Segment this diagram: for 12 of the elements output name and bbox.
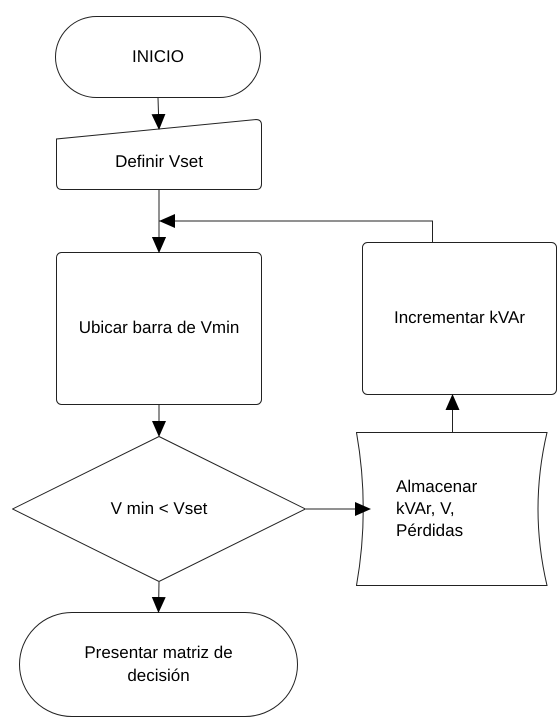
node-label: Ubicar barra de Vmin (78, 317, 240, 340)
node-label: Incrementar kVAr (394, 307, 525, 330)
arrow (306, 502, 371, 516)
node-label: V min < Vset (110, 498, 208, 520)
arrow (152, 582, 166, 613)
arrow (152, 98, 166, 130)
arrow (446, 394, 460, 432)
node-label: Almacenar kVAr, V, Pérdidas (396, 476, 478, 542)
arrow (152, 404, 166, 437)
node-label: Definir Vset (115, 151, 203, 174)
node-label: INICIO (132, 46, 184, 68)
node-label: Presentar matriz de decisión (83, 642, 234, 686)
